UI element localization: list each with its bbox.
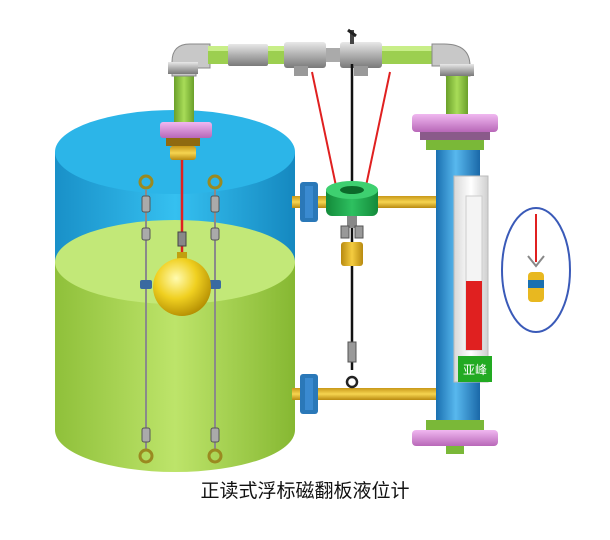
wire-eyelets (138, 174, 223, 464)
wire-springs (141, 195, 220, 443)
brand-plate (458, 356, 492, 382)
diagram-title: 正读式浮标磁翻板液位计 (200, 480, 410, 502)
suspension-wire-right (365, 71, 391, 187)
tank-lower-body (55, 262, 295, 472)
float-guide-blocks (140, 280, 221, 289)
indicator-red-level (466, 281, 482, 350)
float-detail-inset (501, 207, 571, 333)
connection-arms (292, 182, 438, 414)
top-piping (168, 42, 474, 122)
lower-hook (345, 341, 359, 389)
float-connector (177, 231, 187, 247)
suspension-wire-left (311, 71, 337, 187)
float-ball (153, 258, 211, 316)
valve-handle (347, 28, 357, 44)
brand-label: 亚峰 (463, 363, 487, 377)
pulley-assembly (326, 181, 378, 266)
float-neck (177, 252, 187, 262)
gauge-column: 亚峰 (412, 114, 498, 454)
tank-top-flange (160, 122, 212, 160)
